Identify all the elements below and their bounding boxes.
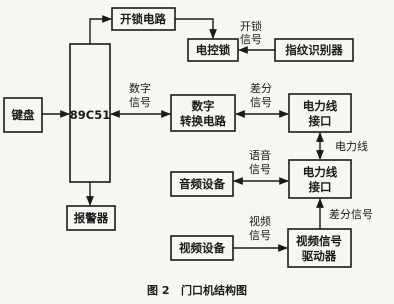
mcu-label: 89C51 (70, 108, 110, 122)
alarm-label: 报警器 (74, 211, 109, 225)
unlock-signal-label-2: 信号 (240, 33, 262, 46)
keyboard-label: 键盘 (11, 108, 35, 122)
digital-signal-label-1: 数字 (129, 81, 151, 95)
audio-device-block: 音频设备 (170, 171, 234, 197)
video-signal-label-1: 视频 (249, 214, 271, 228)
powerline-interface-1-label-1: 电力线 (303, 99, 338, 113)
powerline-interface-2-block: 电力线 接口 (288, 159, 352, 199)
digital-converter-label-2: 转换电路 (180, 114, 226, 128)
electric-lock-block: 电控锁 (187, 38, 239, 62)
diff-signal-1-label-2: 信号 (250, 96, 272, 109)
powerline-label: 电力线 (335, 139, 368, 153)
audio-device-label: 音频设备 (179, 177, 225, 191)
diff-signal-2-label: 差分信号 (329, 207, 373, 221)
alarm-block: 报警器 (66, 205, 116, 231)
powerline-interface-2-label-2: 接口 (309, 180, 332, 194)
video-device-block: 视频设备 (170, 235, 234, 261)
diff-signal-1-label-1: 差分 (250, 81, 272, 95)
voice-signal-label-1: 语音 (249, 148, 271, 162)
unlock-circuit-block: 开锁电路 (111, 7, 176, 31)
video-signal-label-2: 信号 (249, 229, 271, 242)
digital-converter-block: 数字 转换电路 (170, 94, 236, 132)
video-device-label: 视频设备 (179, 241, 225, 255)
unlock-circuit-to-lock-arrow (175, 18, 217, 39)
fingerprint-reader-block: 指纹识别器 (274, 38, 354, 62)
voice-signal-label-2: 信号 (249, 163, 271, 176)
electric-lock-label: 电控锁 (196, 43, 231, 57)
unlock-signal-label-1: 开锁 (240, 19, 262, 33)
powerline-interface-1-block: 电力线 接口 (288, 93, 352, 133)
digital-converter-label-1: 数字 (192, 99, 215, 113)
powerline-interface-2-label-1: 电力线 (303, 165, 338, 179)
mcu-to-unlock-circuit-arrow (89, 15, 112, 44)
keyboard-block: 键盘 (3, 97, 43, 133)
digital-signal-label-2: 信号 (129, 96, 151, 109)
video-driver-label-2: 驱动器 (302, 249, 337, 263)
video-driver-block: 视频信号 驱动器 (287, 228, 352, 268)
fingerprint-reader-label: 指纹识别器 (285, 43, 343, 57)
figure-caption: 图 2 门口机结构图 (147, 283, 247, 297)
unlock-circuit-label: 开锁电路 (120, 12, 166, 26)
powerline-interface-1-label-2: 接口 (309, 114, 332, 128)
mcu-89c51-block: 89C51 (69, 43, 111, 183)
video-driver-label-1: 视频信号 (296, 234, 342, 248)
